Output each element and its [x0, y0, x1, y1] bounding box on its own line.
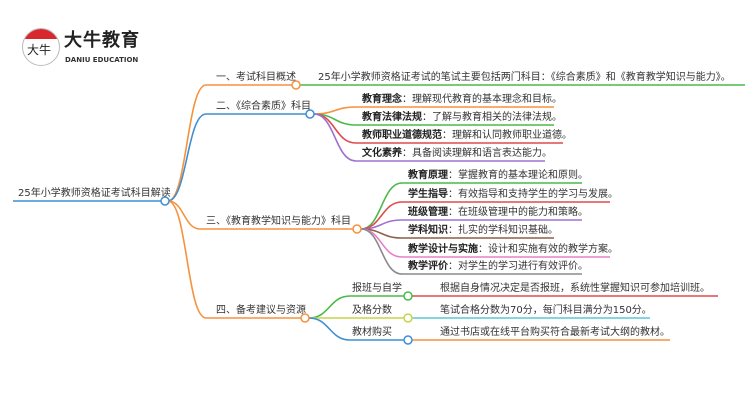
branch-3-item[interactable]: 学生指导：有效指导和支持学生的学习与发展。 [408, 189, 618, 201]
connector [313, 113, 545, 162]
item-key: 学生指导 [408, 189, 448, 200]
logo-glyph: 大牛 [27, 43, 52, 57]
item-value: ：理解现代教育的基本理念和目标。 [402, 94, 562, 105]
logo-name: 大牛教育 [64, 30, 140, 51]
branch-4-sub-3-label[interactable]: 教材购买 [352, 327, 392, 338]
item-key: 文化素养 [362, 148, 402, 159]
item-key: 学科知识 [408, 225, 448, 236]
item-value: ：设计和实施有效的教学方案。 [478, 244, 618, 255]
item-key: 教学评价 [408, 261, 448, 272]
node-collapse-toggle[interactable] [403, 291, 413, 301]
branch-3-item[interactable]: 教学评价：对学生的学习进行有效评价。 [408, 261, 588, 273]
branch-1-detail[interactable]: 25年小学教师资格证考试的笔试主要包括两门科目：《综合素质》和《教育教学知识与能… [318, 72, 731, 83]
root-node-toggle[interactable] [160, 196, 170, 206]
branch-1-label[interactable]: 一、考试科目概述 [216, 72, 296, 83]
daniu-logo: 大牛 大牛教育 DANIU EDUCATION [22, 28, 172, 72]
branch-4-label[interactable]: 四、备考建议与资源 [216, 305, 306, 316]
branch-2-item[interactable]: 教育法律法规：了解与教育相关的法律法规。 [362, 112, 562, 124]
branch-4-sub-3-detail[interactable]: 通过书店或在线平台购买符合最新考试大纲的教材。 [440, 327, 670, 338]
node-collapse-toggle[interactable] [291, 80, 301, 90]
branch-3-item[interactable]: 班级管理：在班级管理中的能力和策略。 [408, 207, 588, 219]
root-topic[interactable]: 25年小学教师资格证考试科目解读 [18, 188, 171, 199]
node-collapse-toggle[interactable] [403, 313, 413, 323]
item-value: ：有效指导和支持学生的学习与发展。 [448, 189, 618, 200]
logo-subtitle: DANIU EDUCATION [65, 56, 139, 64]
connector [360, 228, 582, 275]
branch-3-item[interactable]: 教育原理：掌握教育的基本理论和原则。 [408, 170, 588, 182]
branch-2-connector [167, 113, 306, 202]
item-key: 教育法律法规 [362, 112, 422, 123]
logo-emblem: 大牛 [22, 28, 60, 66]
node-collapse-toggle[interactable] [300, 313, 310, 323]
branch-3-item[interactable]: 学科知识：扎实的学科知识基础。 [408, 225, 558, 237]
item-key: 班级管理 [408, 207, 448, 218]
branch-2-item[interactable]: 教育理念：理解现代教育的基本理念和目标。 [362, 94, 562, 106]
item-value: ：了解与教育相关的法律法规。 [422, 112, 562, 123]
item-key: 教育理念 [362, 94, 402, 105]
branch-4-sub-1-detail[interactable]: 根据自身情况决定是否报班，系统性掌握知识可参加培训班。 [440, 283, 710, 294]
item-value: ：理解和认同教师职业道德。 [442, 130, 572, 141]
branch-2-label[interactable]: 二、《综合素质》科目 [216, 101, 311, 112]
item-key: 教师职业道德规范 [362, 130, 442, 141]
branch-3-label[interactable]: 三、《教育教学知识与能力》科目 [206, 216, 351, 227]
node-collapse-toggle[interactable] [352, 224, 362, 234]
item-value: ：对学生的学习进行有效评价。 [448, 261, 588, 272]
branch-4-connector [167, 200, 301, 319]
item-value: ：掌握教育的基本理论和原则。 [448, 170, 588, 181]
item-key: 教学设计与实施 [408, 244, 478, 255]
item-value: ：具备阅读理解和语言表达能力。 [402, 148, 552, 159]
branch-1-connector [167, 84, 292, 202]
item-value: ：扎实的学科知识基础。 [448, 225, 558, 236]
connector [360, 182, 582, 230]
node-collapse-toggle[interactable] [403, 335, 413, 345]
item-value: ：在班级管理中的能力和策略。 [448, 207, 588, 218]
branch-3-connector [167, 200, 353, 230]
branch-4-sub-1-label[interactable]: 报班与自学 [352, 283, 402, 294]
branch-2-item[interactable]: 教师职业道德规范：理解和认同教师职业道德。 [362, 130, 572, 142]
branch-4-sub-2-label[interactable]: 及格分数 [352, 305, 392, 316]
connector [308, 317, 404, 341]
branch-4-sub-2-detail[interactable]: 笔试合格分数为70分，每门科目满分为150分。 [440, 305, 652, 316]
branch-2-item[interactable]: 文化素养：具备阅读理解和语言表达能力。 [362, 148, 552, 160]
node-collapse-toggle[interactable] [305, 109, 315, 119]
branch-3-item[interactable]: 教学设计与实施：设计和实施有效的教学方案。 [408, 244, 618, 256]
item-key: 教育原理 [408, 170, 448, 181]
